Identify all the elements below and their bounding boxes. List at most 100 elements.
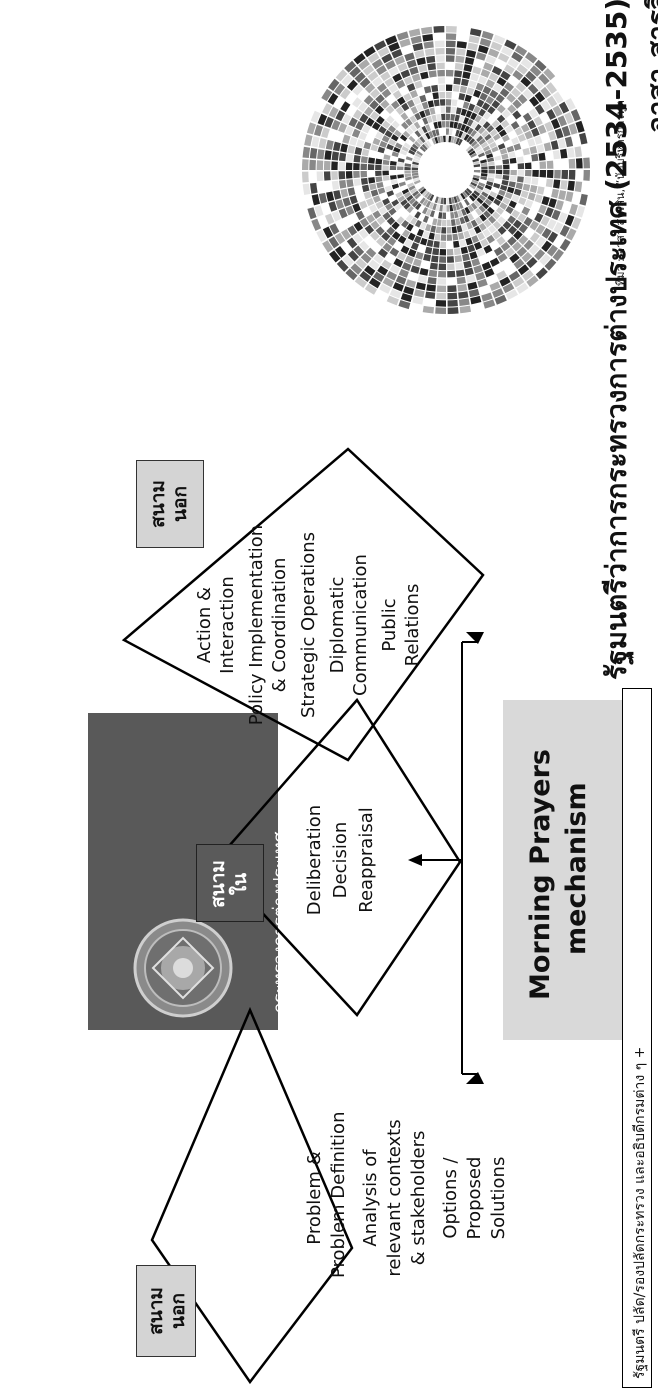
spiral-segment: [508, 270, 521, 282]
spiral-segment: [553, 222, 564, 234]
spiral-segment: [568, 158, 576, 169]
spiral-segment: [574, 146, 583, 158]
spiral-segment: [555, 199, 564, 211]
spiral-segment: [382, 165, 389, 170]
spiral-segment: [404, 52, 415, 62]
spiral-segment: [470, 219, 478, 228]
spiral-segment: [483, 111, 491, 121]
spiral-segment: [559, 225, 570, 237]
spiral-segment: [569, 203, 579, 216]
spiral-segment: [470, 73, 480, 82]
spiral-segment: [430, 255, 439, 263]
spiral-segment: [379, 283, 391, 294]
spiral-segment: [483, 219, 492, 228]
spiral-segment: [372, 137, 381, 146]
spiral-segment: [347, 250, 359, 262]
spiral-segment: [328, 201, 338, 212]
spiral-segment: [499, 87, 510, 98]
spiral-segment: [466, 187, 473, 194]
spiral-segment: [432, 203, 437, 211]
spiral-segment: [412, 42, 424, 52]
spiral-segment: [340, 88, 351, 100]
spiral-segment: [378, 206, 388, 215]
spiral-data-visual: [302, 26, 590, 314]
spiral-segment: [467, 281, 478, 290]
spiral-segment: [522, 183, 531, 192]
spiral-segment: [395, 106, 405, 115]
spiral-segment: [526, 275, 539, 287]
spiral-segment: [544, 121, 554, 132]
spiral-segment: [352, 97, 363, 108]
spiral-segment: [426, 239, 434, 247]
spiral-segment: [453, 196, 458, 204]
spiral-segment: [464, 189, 471, 197]
spiral-segment: [437, 136, 441, 143]
spiral-segment: [437, 197, 442, 204]
spiral-segment: [431, 84, 439, 93]
spiral-segment: [541, 196, 550, 206]
spiral-segment: [486, 181, 494, 187]
mechanism-label-2: mechanism: [561, 782, 592, 955]
right-diamond: [121, 447, 485, 762]
spiral-segment: [440, 234, 446, 241]
spiral-segment: [425, 291, 436, 299]
spiral-segment: [561, 170, 569, 180]
spiral-segment: [544, 258, 557, 271]
spiral-segment: [400, 293, 413, 303]
spiral-segment: [416, 57, 426, 66]
spiral-segment: [328, 236, 340, 249]
spiral-segment: [478, 222, 487, 231]
spiral-segment: [486, 206, 495, 215]
spiral-segment: [309, 159, 316, 170]
spiral-segment: [414, 140, 421, 148]
spiral-segment: [401, 102, 410, 112]
spiral-segment: [359, 77, 371, 89]
spiral-segment: [346, 153, 354, 162]
spiral-segment: [463, 215, 470, 223]
spiral-segment: [475, 52, 487, 61]
spiral-segment: [338, 208, 348, 219]
spiral-segment: [517, 94, 528, 105]
spiral-segment: [517, 133, 526, 143]
spiral-segment: [466, 221, 473, 230]
spiral-segment: [437, 69, 445, 77]
spiral-segment: [426, 193, 432, 200]
spiral-segment: [491, 146, 499, 153]
spiral-segment: [502, 220, 512, 230]
spiral-segment: [381, 259, 392, 270]
spiral-segment: [414, 202, 422, 211]
spiral-segment: [386, 270, 398, 281]
spiral-segment: [391, 151, 399, 158]
spiral-segment: [376, 216, 386, 225]
spiral-segment: [488, 215, 497, 224]
spiral-segment: [484, 149, 492, 155]
spiral-segment: [313, 124, 323, 137]
spiral-segment: [510, 170, 517, 176]
spiral-segment: [482, 85, 492, 95]
spiral-segment: [463, 117, 470, 125]
spiral-segment: [467, 42, 478, 51]
spiral-segment: [545, 82, 558, 94]
spiral-segment: [476, 135, 484, 143]
spiral-segment: [440, 197, 444, 205]
spiral-segment: [309, 147, 318, 159]
spiral-segment: [447, 299, 458, 307]
spiral-segment: [342, 134, 351, 144]
spiral-segment: [426, 115, 433, 124]
spiral-segment: [527, 138, 536, 147]
spiral-segment: [384, 185, 393, 192]
spiral-segment: [476, 197, 484, 205]
spiral-segment: [441, 121, 446, 128]
spiral-segment: [468, 150, 476, 156]
spiral-segment: [449, 204, 454, 212]
spiral-segment: [517, 264, 530, 276]
spiral-segment: [371, 121, 381, 131]
spiral-segment: [375, 131, 384, 140]
spiral-segment: [479, 37, 492, 47]
spiral-segment: [416, 103, 424, 112]
spiral-segment: [432, 248, 440, 256]
spiral-segment: [383, 154, 391, 161]
spiral-segment: [367, 70, 379, 82]
spiral-segment: [398, 181, 406, 187]
spiral-segment: [501, 109, 511, 119]
